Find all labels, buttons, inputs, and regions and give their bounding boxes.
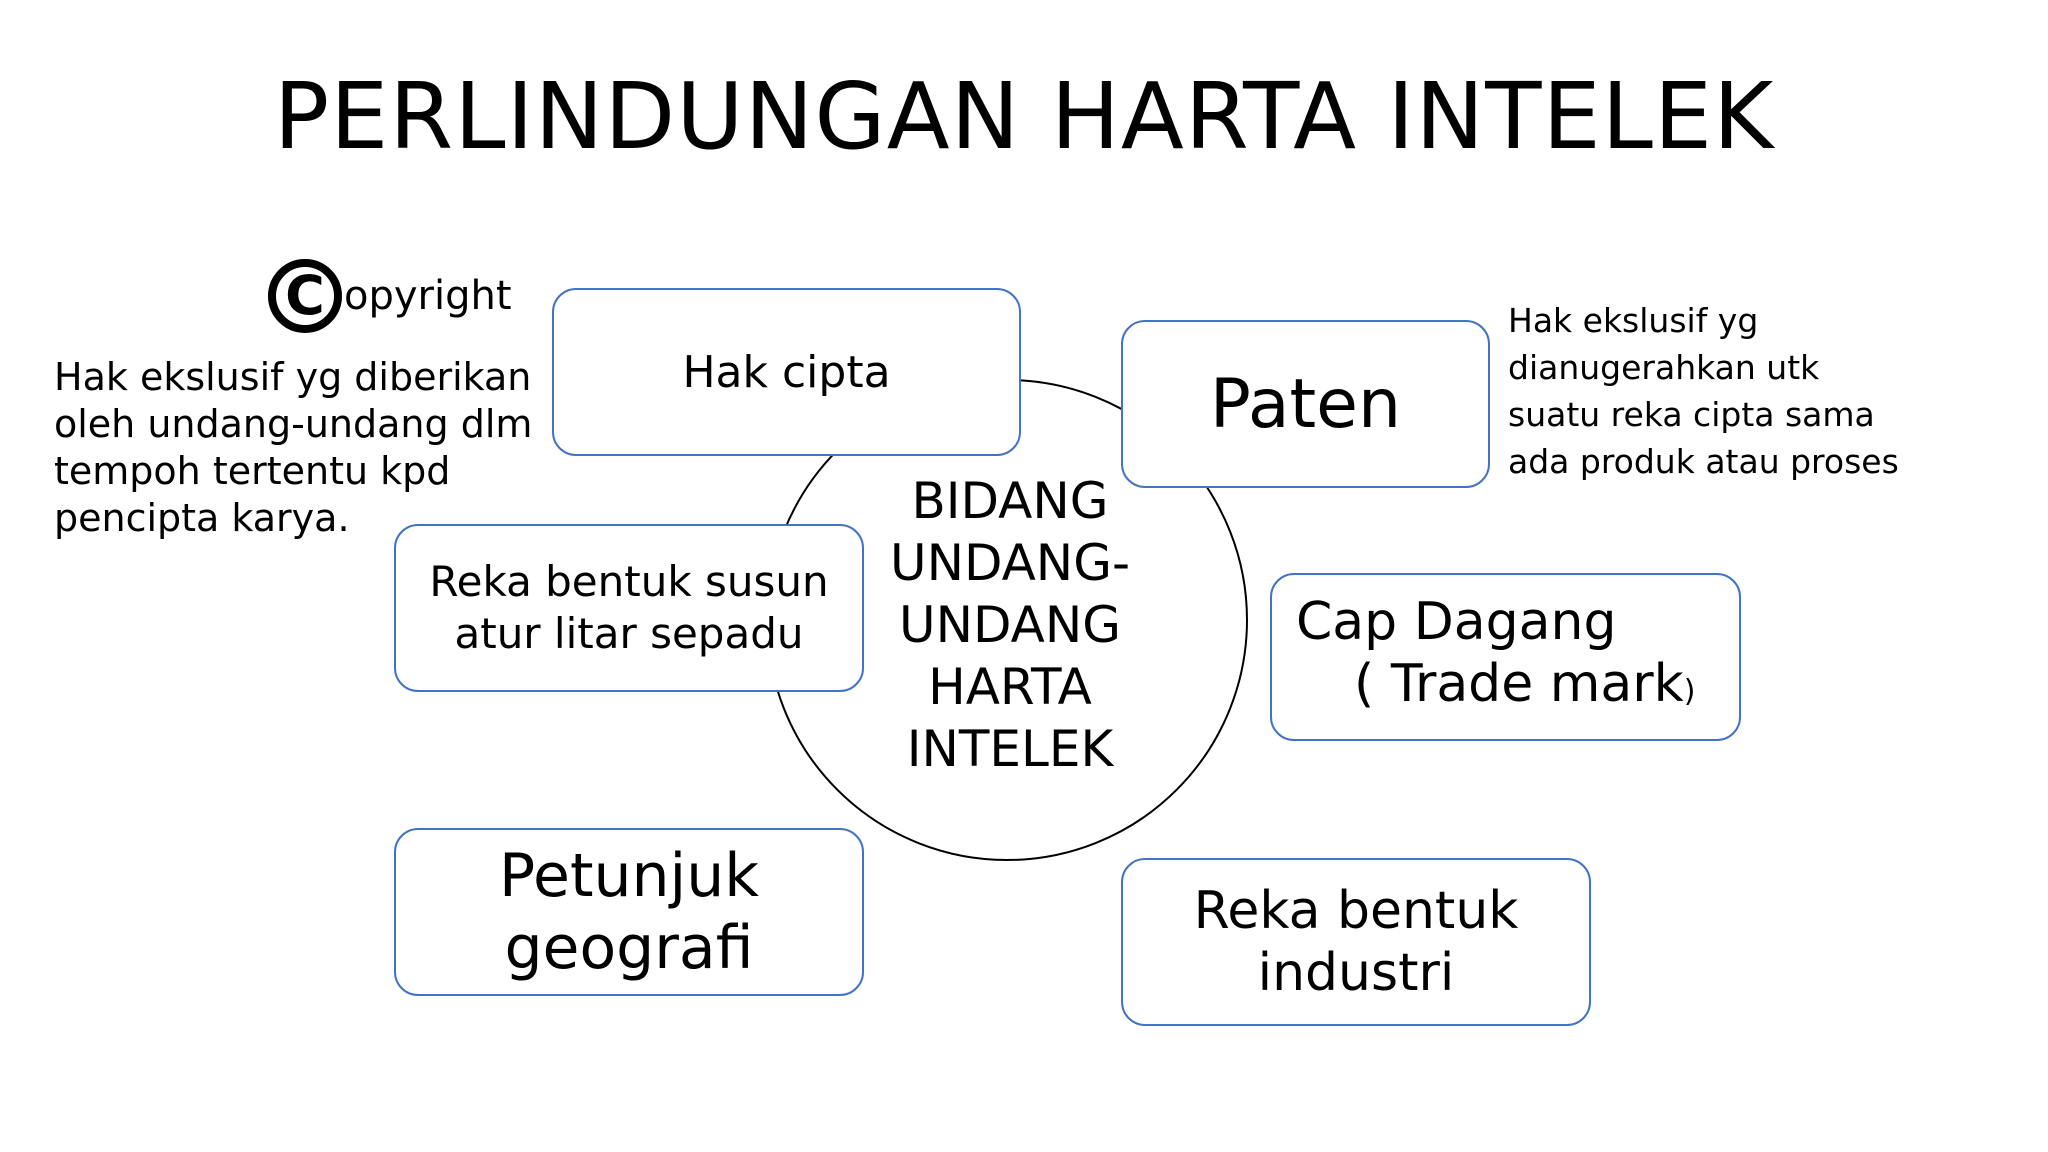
box-reka-bentuk-susun-atur: Reka bentuk susun atur litar sepadu [394, 524, 864, 692]
copyright-note: Hak ekslusif yg diberikan oleh undang-un… [54, 355, 533, 540]
center-label: BIDANG UNDANG- UNDANG HARTA INTELEK [870, 470, 1150, 780]
center-label-line: HARTA [928, 658, 1092, 716]
copyright-logo-word: opyright [344, 273, 512, 319]
center-label-line: UNDANG- [889, 534, 1130, 592]
center-label-line: INTELEK [906, 720, 1114, 778]
box-reka-bentuk-industri: Reka bentuk industri [1121, 858, 1591, 1026]
copyright-icon: C [268, 259, 342, 333]
box-cap-dagang-label: Cap Dagang [1296, 592, 1617, 652]
page-title: PERLINDUNGAN HARTA INTELEK [273, 63, 1775, 170]
copyright-logo: C opyright [268, 256, 512, 336]
box-hak-cipta: Hak cipta [552, 288, 1021, 456]
box-petunjuk-geografi-label: Petunjuk geografi [499, 841, 759, 983]
box-reka-bentuk-susun-atur-label: Reka bentuk susun atur litar sepadu [429, 557, 829, 658]
center-label-line: UNDANG [899, 596, 1121, 654]
center-label-line: BIDANG [911, 472, 1109, 530]
box-petunjuk-geografi: Petunjuk geografi [394, 828, 864, 996]
box-reka-bentuk-industri-label: Reka bentuk industri [1193, 881, 1519, 1003]
box-cap-dagang-sublabel: ( Trade mark [1354, 654, 1684, 714]
box-cap-dagang-paren: ) [1683, 674, 1696, 709]
box-paten: Paten [1121, 320, 1490, 488]
box-cap-dagang: Cap Dagang ( Trade mark) [1270, 573, 1741, 741]
box-paten-label: Paten [1209, 364, 1402, 444]
box-hak-cipta-label: Hak cipta [682, 346, 891, 398]
paten-note: Hak ekslusif yg dianugerahkan utk suatu … [1508, 301, 1899, 481]
